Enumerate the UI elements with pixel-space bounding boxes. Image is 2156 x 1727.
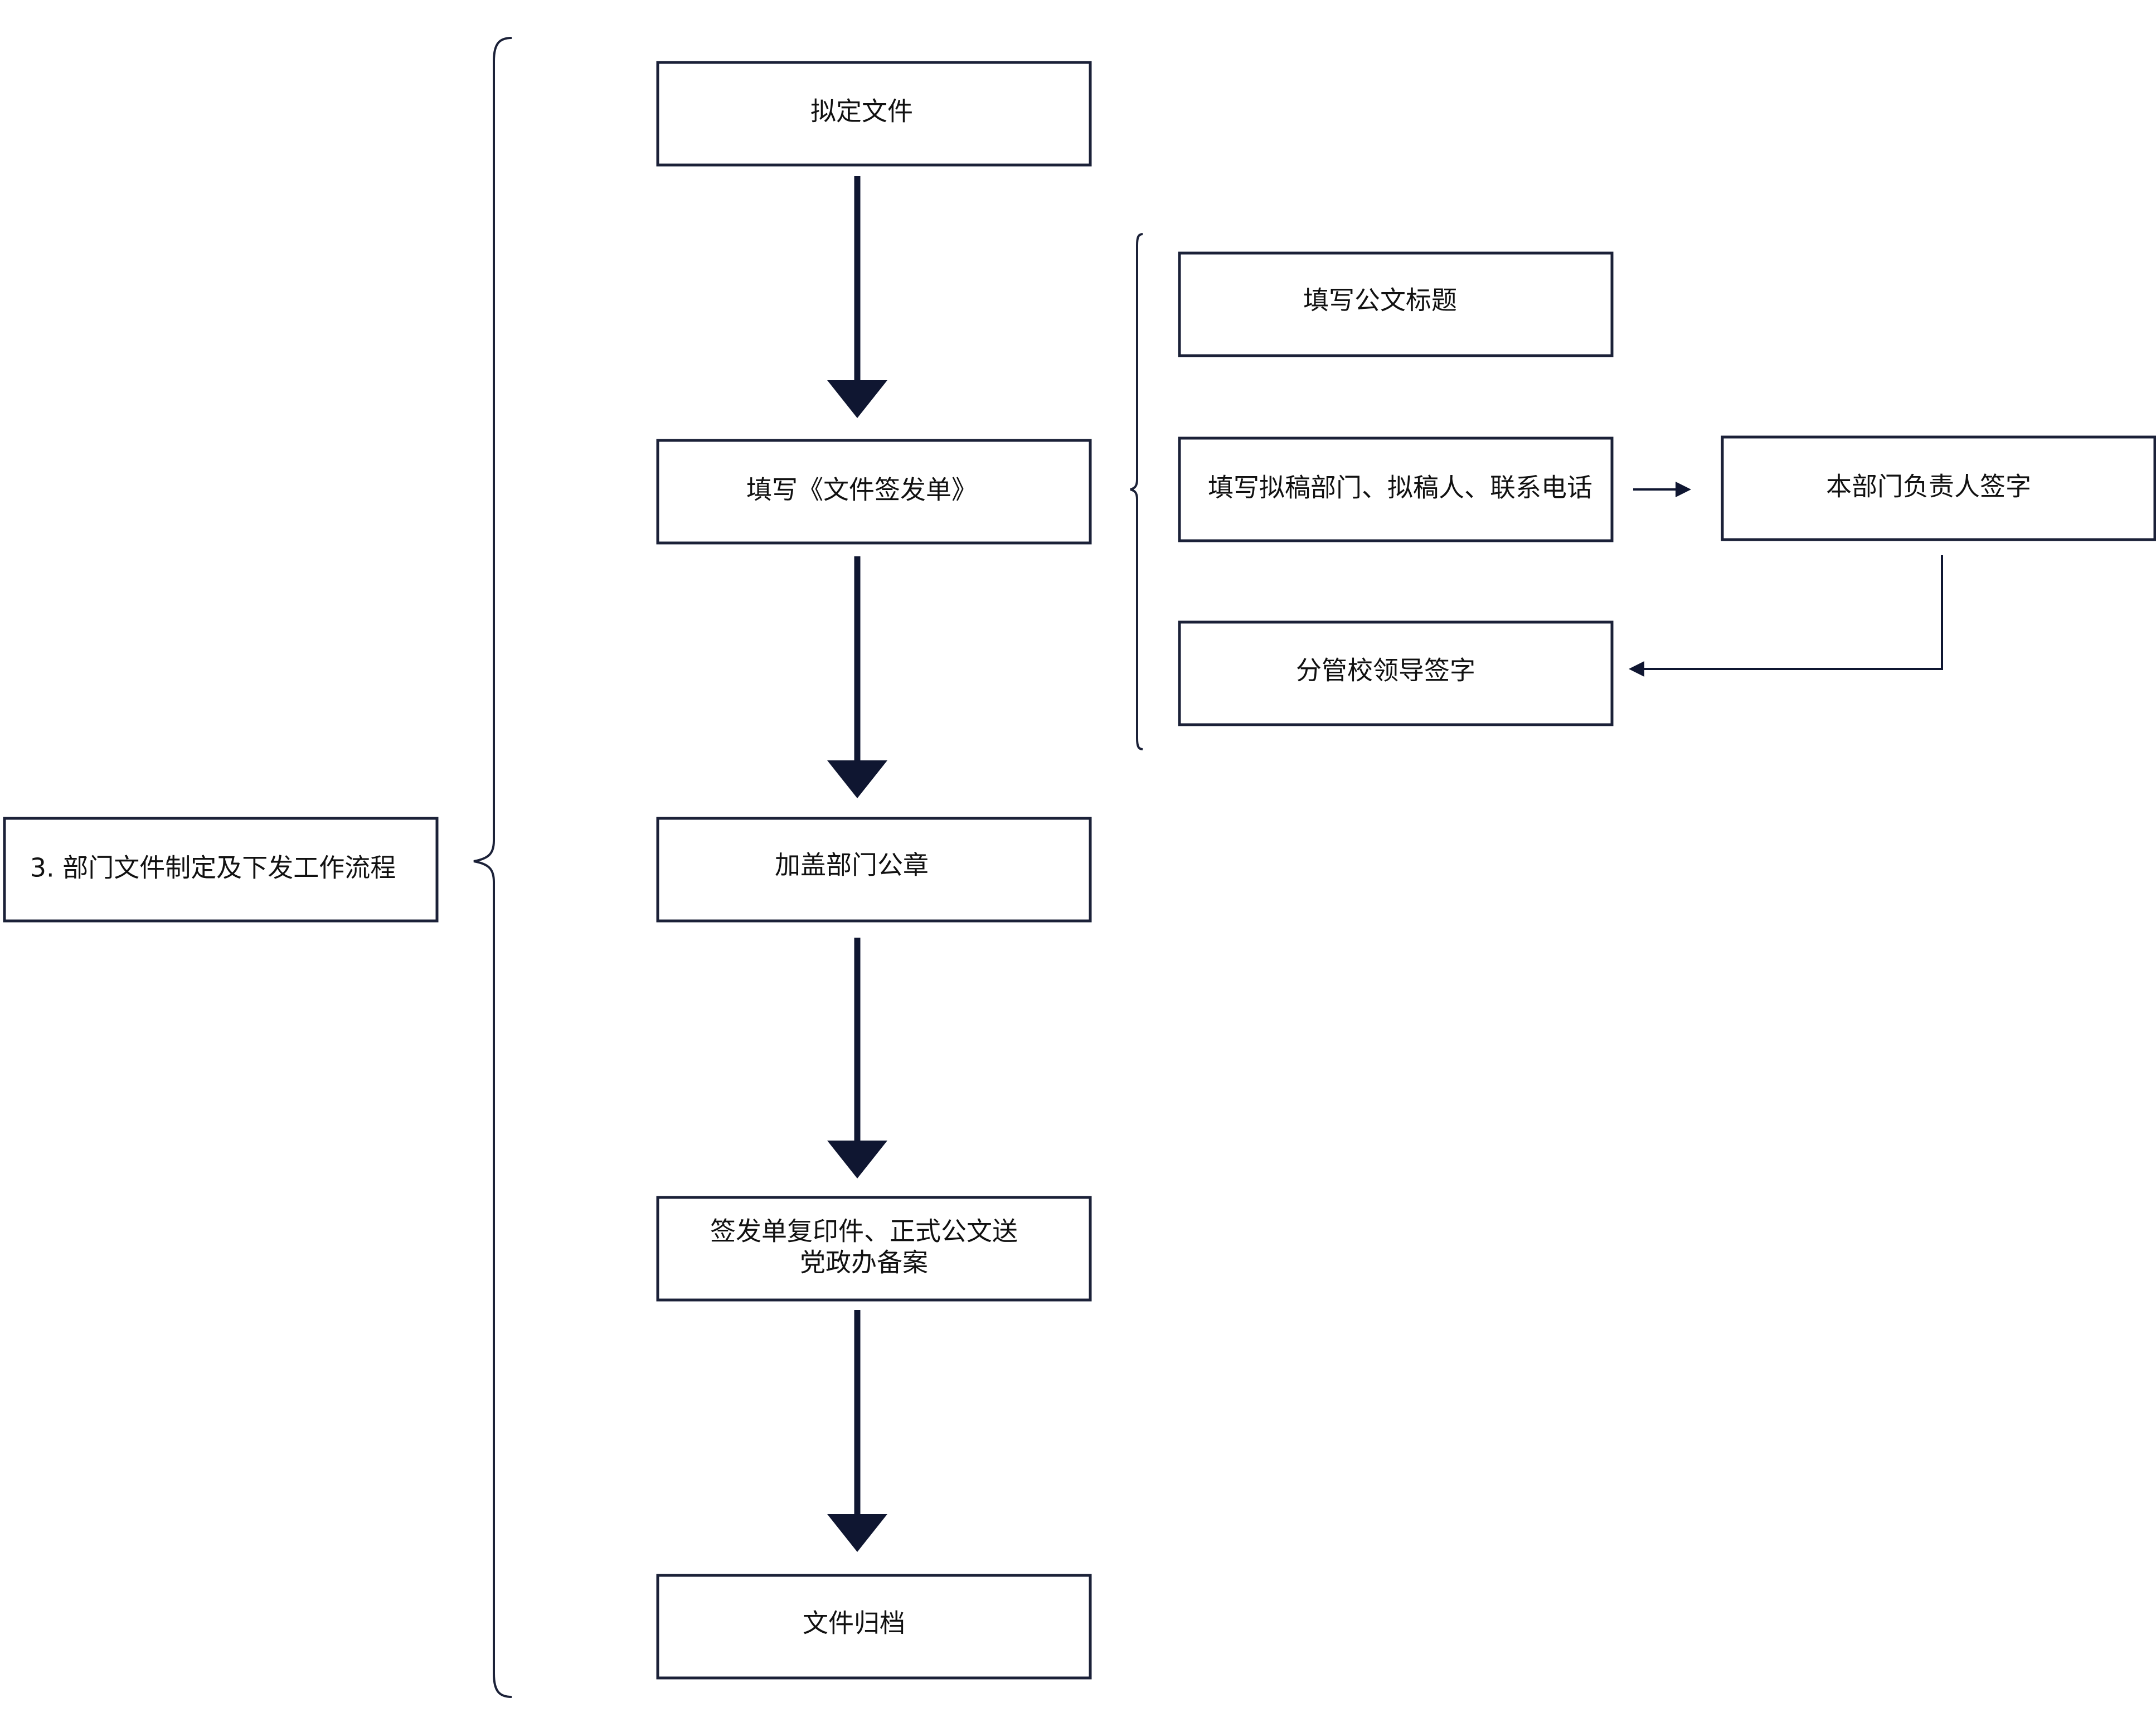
arrow-draft-to-form	[827, 176, 887, 418]
substep-leader-sign-label: 分管校领导签字	[1296, 656, 1475, 686]
step-send-for-filing-box	[656, 1196, 1092, 1302]
substep-leader-sign-box	[1178, 620, 1614, 726]
arrow-seal-to-filing-head	[827, 1141, 887, 1178]
arrow-form-to-seal-head	[827, 760, 887, 798]
root-node-box	[3, 817, 439, 923]
root-node: 3. 部门文件制定及下发工作流程	[3, 817, 439, 923]
step-draft-document-box	[656, 61, 1092, 167]
substep-leader-sign: 分管校领导签字	[1178, 620, 1614, 726]
step-send-for-filing-label-line1: 签发单复印件、正式公文送	[710, 1216, 1018, 1246]
step-affix-seal-label: 加盖部门公章	[775, 850, 929, 880]
substep-fill-title-box	[1178, 251, 1614, 357]
arrow-drafter-to-depthead-head	[1676, 482, 1691, 497]
step-archive: 文件归档	[656, 1574, 1092, 1680]
step-fill-signoff-form-box	[656, 439, 1092, 545]
step-affix-seal-box	[656, 817, 1092, 923]
step-affix-seal: 加盖部门公章	[656, 817, 1092, 923]
step-archive-box	[656, 1574, 1092, 1680]
substep-fill-drafter-info-box	[1178, 436, 1614, 542]
substep-fill-drafter-info: 填写拟稿部门、拟稿人、联系电话	[1178, 436, 1614, 542]
side-step-dept-head-sign-label: 本部门负责人签字	[1826, 472, 2031, 502]
arrow-draft-to-form-head	[827, 380, 887, 418]
step-fill-signoff-form: 填写《文件签发单》	[656, 439, 1092, 545]
arrow-form-to-seal	[827, 556, 887, 798]
main-flow-brace	[473, 37, 512, 1698]
arrow-filing-to-archive-head	[827, 1514, 887, 1552]
sub-steps-brace	[1130, 233, 1143, 750]
root-node-label: 3. 部门文件制定及下发工作流程	[30, 853, 396, 883]
arrow-drafter-to-depthead	[1633, 482, 1691, 497]
substep-fill-title-label: 填写公文标题	[1303, 285, 1457, 316]
arrow-depthead-to-leader-line	[1642, 555, 1943, 670]
step-fill-signoff-form-label: 填写《文件签发单》	[746, 475, 977, 505]
step-draft-document: 拟定文件	[656, 61, 1092, 167]
step-archive-label: 文件归档	[803, 1608, 905, 1638]
step-draft-document-label: 拟定文件	[810, 96, 913, 127]
substep-fill-drafter-info-label: 填写拟稿部门、拟稿人、联系电话	[1208, 473, 1592, 503]
side-step-dept-head-sign-box	[1721, 435, 2156, 541]
step-send-for-filing-label-line2: 党政办备案	[800, 1248, 928, 1278]
arrow-filing-to-archive	[827, 1310, 887, 1552]
step-send-for-filing: 签发单复印件、正式公文送 党政办备案	[656, 1196, 1092, 1302]
substep-fill-title: 填写公文标题	[1178, 251, 1614, 357]
arrow-depthead-to-leader	[1629, 555, 1943, 677]
side-step-dept-head-sign: 本部门负责人签字	[1721, 435, 2156, 541]
arrow-seal-to-filing	[827, 938, 887, 1178]
arrow-depthead-to-leader-head	[1629, 661, 1644, 677]
